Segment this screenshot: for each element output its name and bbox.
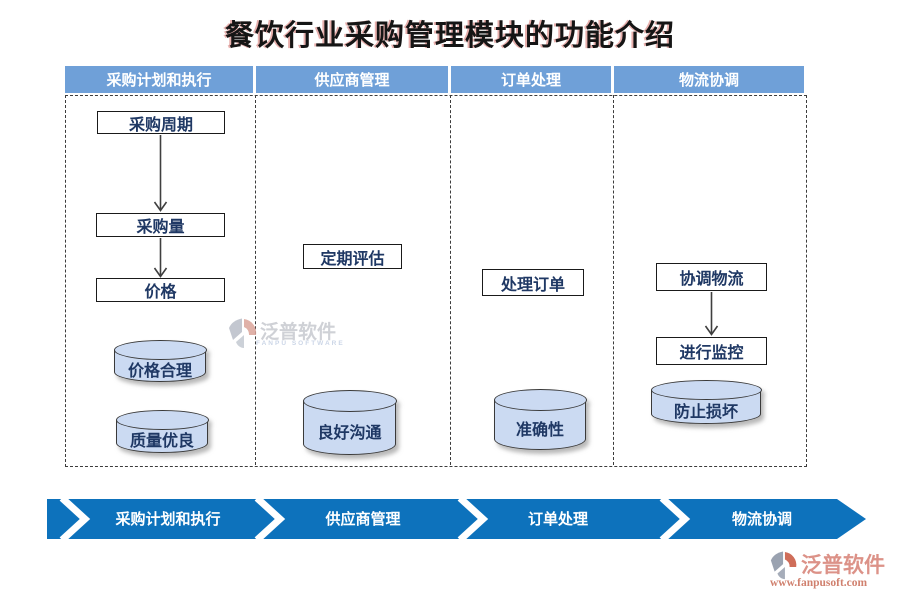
banner-chevron-separator-icon bbox=[457, 498, 489, 540]
cylinder-prevent-damage: 防止损坏 bbox=[650, 380, 762, 424]
flow-arrow-down-icon bbox=[153, 135, 168, 212]
watermark-corner-name: 泛普软件 bbox=[801, 553, 885, 577]
page-title: 餐饮行业采购管理模块的功能介绍 bbox=[224, 20, 675, 52]
watermark-center: 泛普软件 FANPU SOFTWARE bbox=[228, 316, 343, 352]
cylinder-reasonable-price: 价格合理 bbox=[113, 340, 207, 382]
banner-step-label: 订单处理 bbox=[528, 510, 588, 528]
watermark-center-subtitle: FANPU SOFTWARE bbox=[256, 340, 345, 347]
cylinder-accuracy: 准确性 bbox=[493, 389, 587, 450]
flow-box-procurement-cycle: 采购周期 bbox=[97, 111, 225, 134]
banner-step-label: 采购计划和执行 bbox=[114, 510, 220, 528]
watermark-corner: 泛普软件 www.fanpusoft.com bbox=[768, 549, 893, 594]
column-divider bbox=[450, 95, 451, 465]
flow-box-monitoring: 进行监控 bbox=[656, 337, 767, 365]
flow-box-price: 价格 bbox=[96, 278, 225, 302]
column-header-order-processing: 订单处理 bbox=[451, 66, 611, 93]
watermark-corner-url: www.fanpusoft.com bbox=[770, 577, 868, 589]
banner-step-label: 物流协调 bbox=[732, 510, 792, 528]
cylinder-good-quality: 质量优良 bbox=[115, 410, 209, 453]
flow-box-periodic-evaluation: 定期评估 bbox=[303, 244, 402, 269]
flow-arrow-down-icon bbox=[704, 292, 719, 336]
fanpu-logo-icon bbox=[770, 551, 797, 580]
banner-chevron-separator-icon bbox=[254, 498, 286, 540]
flow-box-coordinate-logistics: 协调物流 bbox=[656, 263, 767, 291]
flow-box-procurement-quantity: 采购量 bbox=[96, 213, 225, 237]
banner-chevron-separator-icon bbox=[659, 498, 691, 540]
column-header-procurement-planning: 采购计划和执行 bbox=[65, 66, 253, 93]
watermark-center-name: 泛普软件 bbox=[260, 322, 337, 343]
column-header-logistics-coordination: 物流协调 bbox=[614, 66, 804, 93]
column-header-supplier-management: 供应商管理 bbox=[256, 66, 448, 93]
column-divider bbox=[255, 95, 256, 465]
banner-step-label: 供应商管理 bbox=[324, 510, 400, 528]
flow-box-process-orders: 处理订单 bbox=[482, 269, 584, 296]
flow-arrow-down-icon bbox=[153, 238, 168, 278]
cylinder-good-communication: 良好沟通 bbox=[302, 390, 397, 455]
process-banner: 采购计划和执行 供应商管理 订单处理 物流协调 bbox=[47, 498, 866, 540]
column-divider bbox=[613, 95, 614, 465]
banner-chevron-separator-icon bbox=[59, 498, 91, 540]
process-banner-arrow bbox=[47, 499, 866, 539]
fanpu-logo-icon bbox=[229, 318, 257, 348]
column-panel-outline bbox=[65, 95, 807, 467]
